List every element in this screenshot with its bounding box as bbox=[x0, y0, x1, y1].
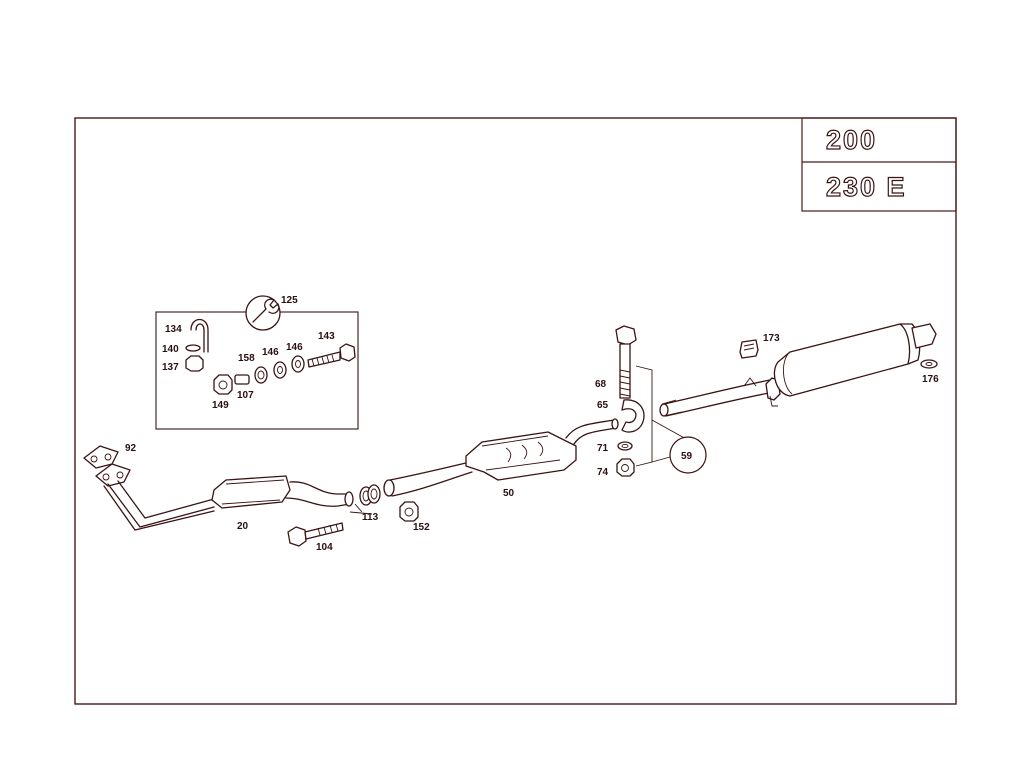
washer-176 bbox=[920, 359, 938, 369]
rubber-mount-173 bbox=[739, 339, 759, 359]
label-152: 152 bbox=[413, 522, 430, 533]
front-pipe-20 bbox=[103, 475, 354, 531]
label-125: 125 bbox=[281, 295, 298, 306]
label-113: 113 bbox=[362, 512, 379, 523]
nut-149 bbox=[213, 374, 233, 395]
label-137: 137 bbox=[162, 362, 179, 373]
label-176: 176 bbox=[922, 374, 939, 385]
label-143: 143 bbox=[318, 331, 335, 342]
hardware-kit: 125 134 140 137 149 107 158 146 146 143 bbox=[155, 295, 359, 430]
label-74: 74 bbox=[597, 467, 609, 478]
label-140: 140 bbox=[162, 344, 179, 355]
label-92: 92 bbox=[125, 443, 137, 454]
label-20: 20 bbox=[237, 521, 249, 532]
nut-137 bbox=[185, 355, 204, 372]
wrench-icon bbox=[245, 295, 281, 331]
label-173: 173 bbox=[763, 333, 780, 344]
bolt-104 bbox=[287, 522, 344, 547]
clamp-65 bbox=[621, 399, 645, 433]
label-65: 65 bbox=[597, 400, 609, 411]
gasket-92 bbox=[83, 445, 131, 487]
sleeve-107 bbox=[234, 374, 250, 385]
washer-140 bbox=[185, 344, 201, 352]
nut-74 bbox=[616, 458, 635, 477]
bolt-143 bbox=[307, 343, 356, 368]
center-pipe-50 bbox=[383, 418, 619, 497]
model-200: 200 bbox=[826, 125, 877, 155]
label-50: 50 bbox=[503, 488, 515, 499]
clamp-113 bbox=[349, 484, 381, 515]
model-box: 200 230 E bbox=[801, 117, 957, 212]
nut-152 bbox=[399, 501, 419, 522]
rear-muffler bbox=[659, 323, 937, 417]
label-158: 158 bbox=[238, 353, 255, 364]
u-bolt-134 bbox=[190, 318, 209, 353]
label-59: 59 bbox=[681, 451, 693, 462]
label-134: 134 bbox=[165, 324, 182, 335]
label-146a: 146 bbox=[262, 347, 279, 358]
label-149: 149 bbox=[212, 400, 229, 411]
label-104: 104 bbox=[316, 542, 333, 553]
label-71: 71 bbox=[597, 443, 609, 454]
label-68: 68 bbox=[595, 379, 607, 390]
bushing-158 bbox=[254, 366, 268, 384]
washer-146a bbox=[273, 361, 287, 379]
label-146b: 146 bbox=[286, 342, 303, 353]
washer-146b bbox=[291, 355, 305, 373]
washer-71 bbox=[617, 441, 633, 451]
label-107: 107 bbox=[237, 390, 254, 401]
bolt-68 bbox=[615, 325, 637, 399]
callout-59 bbox=[669, 436, 707, 474]
diagram-frame bbox=[74, 117, 957, 705]
model-230e: 230 E bbox=[826, 172, 907, 202]
